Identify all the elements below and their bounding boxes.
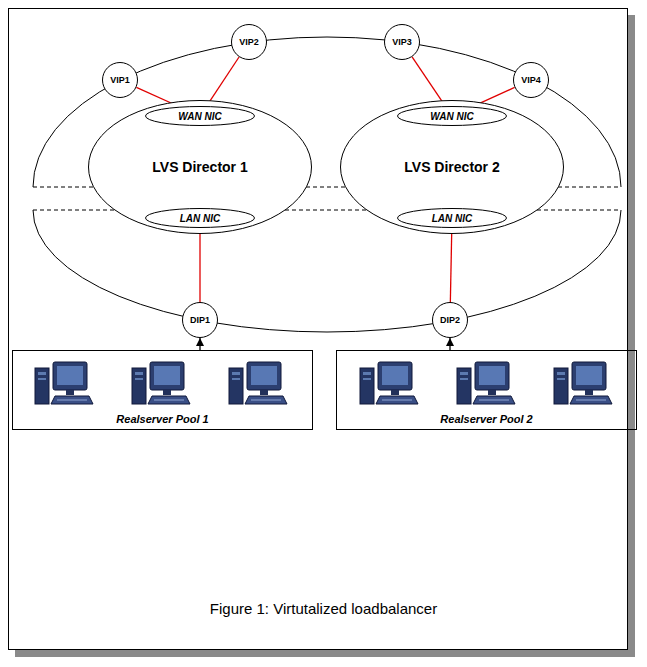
link-line — [199, 228, 200, 302]
node-label: VIP2 — [239, 37, 259, 47]
figure-frame — [8, 8, 628, 650]
vip-circle: VIP4 — [513, 62, 549, 98]
vip-circle: VIP3 — [384, 24, 420, 60]
link-line — [450, 228, 451, 302]
vip-circle: VIP2 — [231, 24, 267, 60]
arrow-connector — [199, 338, 200, 350]
node-label: VIP1 — [110, 75, 130, 85]
node-label: DIP1 — [190, 315, 210, 325]
node-label: WAN NIC — [178, 111, 221, 122]
node-label: VIP4 — [521, 75, 541, 85]
node-label: LVS Director 2 — [404, 159, 499, 175]
node-label: VIP3 — [392, 37, 412, 47]
pool-label: Realserver Pool 1 — [116, 413, 208, 425]
server-pool-box: Realserver Pool 2 — [336, 350, 637, 430]
nic-ellipse: WAN NIC — [145, 106, 255, 126]
node-label: LVS Director 1 — [152, 159, 247, 175]
link-line — [412, 57, 445, 106]
director-ellipse: LVS Director 1 WAN NIC LAN NIC — [88, 100, 312, 234]
node-label: LAN NIC — [432, 213, 473, 224]
node-label: DIP2 — [440, 315, 460, 325]
arrow-connector — [449, 338, 450, 350]
pool-label: Realserver Pool 2 — [440, 413, 532, 425]
dip-circle: DIP1 — [182, 302, 218, 338]
nic-ellipse: LAN NIC — [145, 208, 255, 228]
link-line — [207, 57, 239, 106]
nic-ellipse: LAN NIC — [397, 208, 507, 228]
server-pool-box: Realserver Pool 1 — [12, 350, 313, 430]
vip-circle: VIP1 — [102, 62, 138, 98]
dip-circle: DIP2 — [432, 302, 468, 338]
director-ellipse: LVS Director 2 WAN NIC LAN NIC — [340, 100, 564, 234]
node-label: LAN NIC — [180, 213, 221, 224]
figure-caption: Figure 1: Virtutalized loadbalancer — [0, 600, 647, 617]
node-label: WAN NIC — [430, 111, 473, 122]
nic-ellipse: WAN NIC — [397, 106, 507, 126]
